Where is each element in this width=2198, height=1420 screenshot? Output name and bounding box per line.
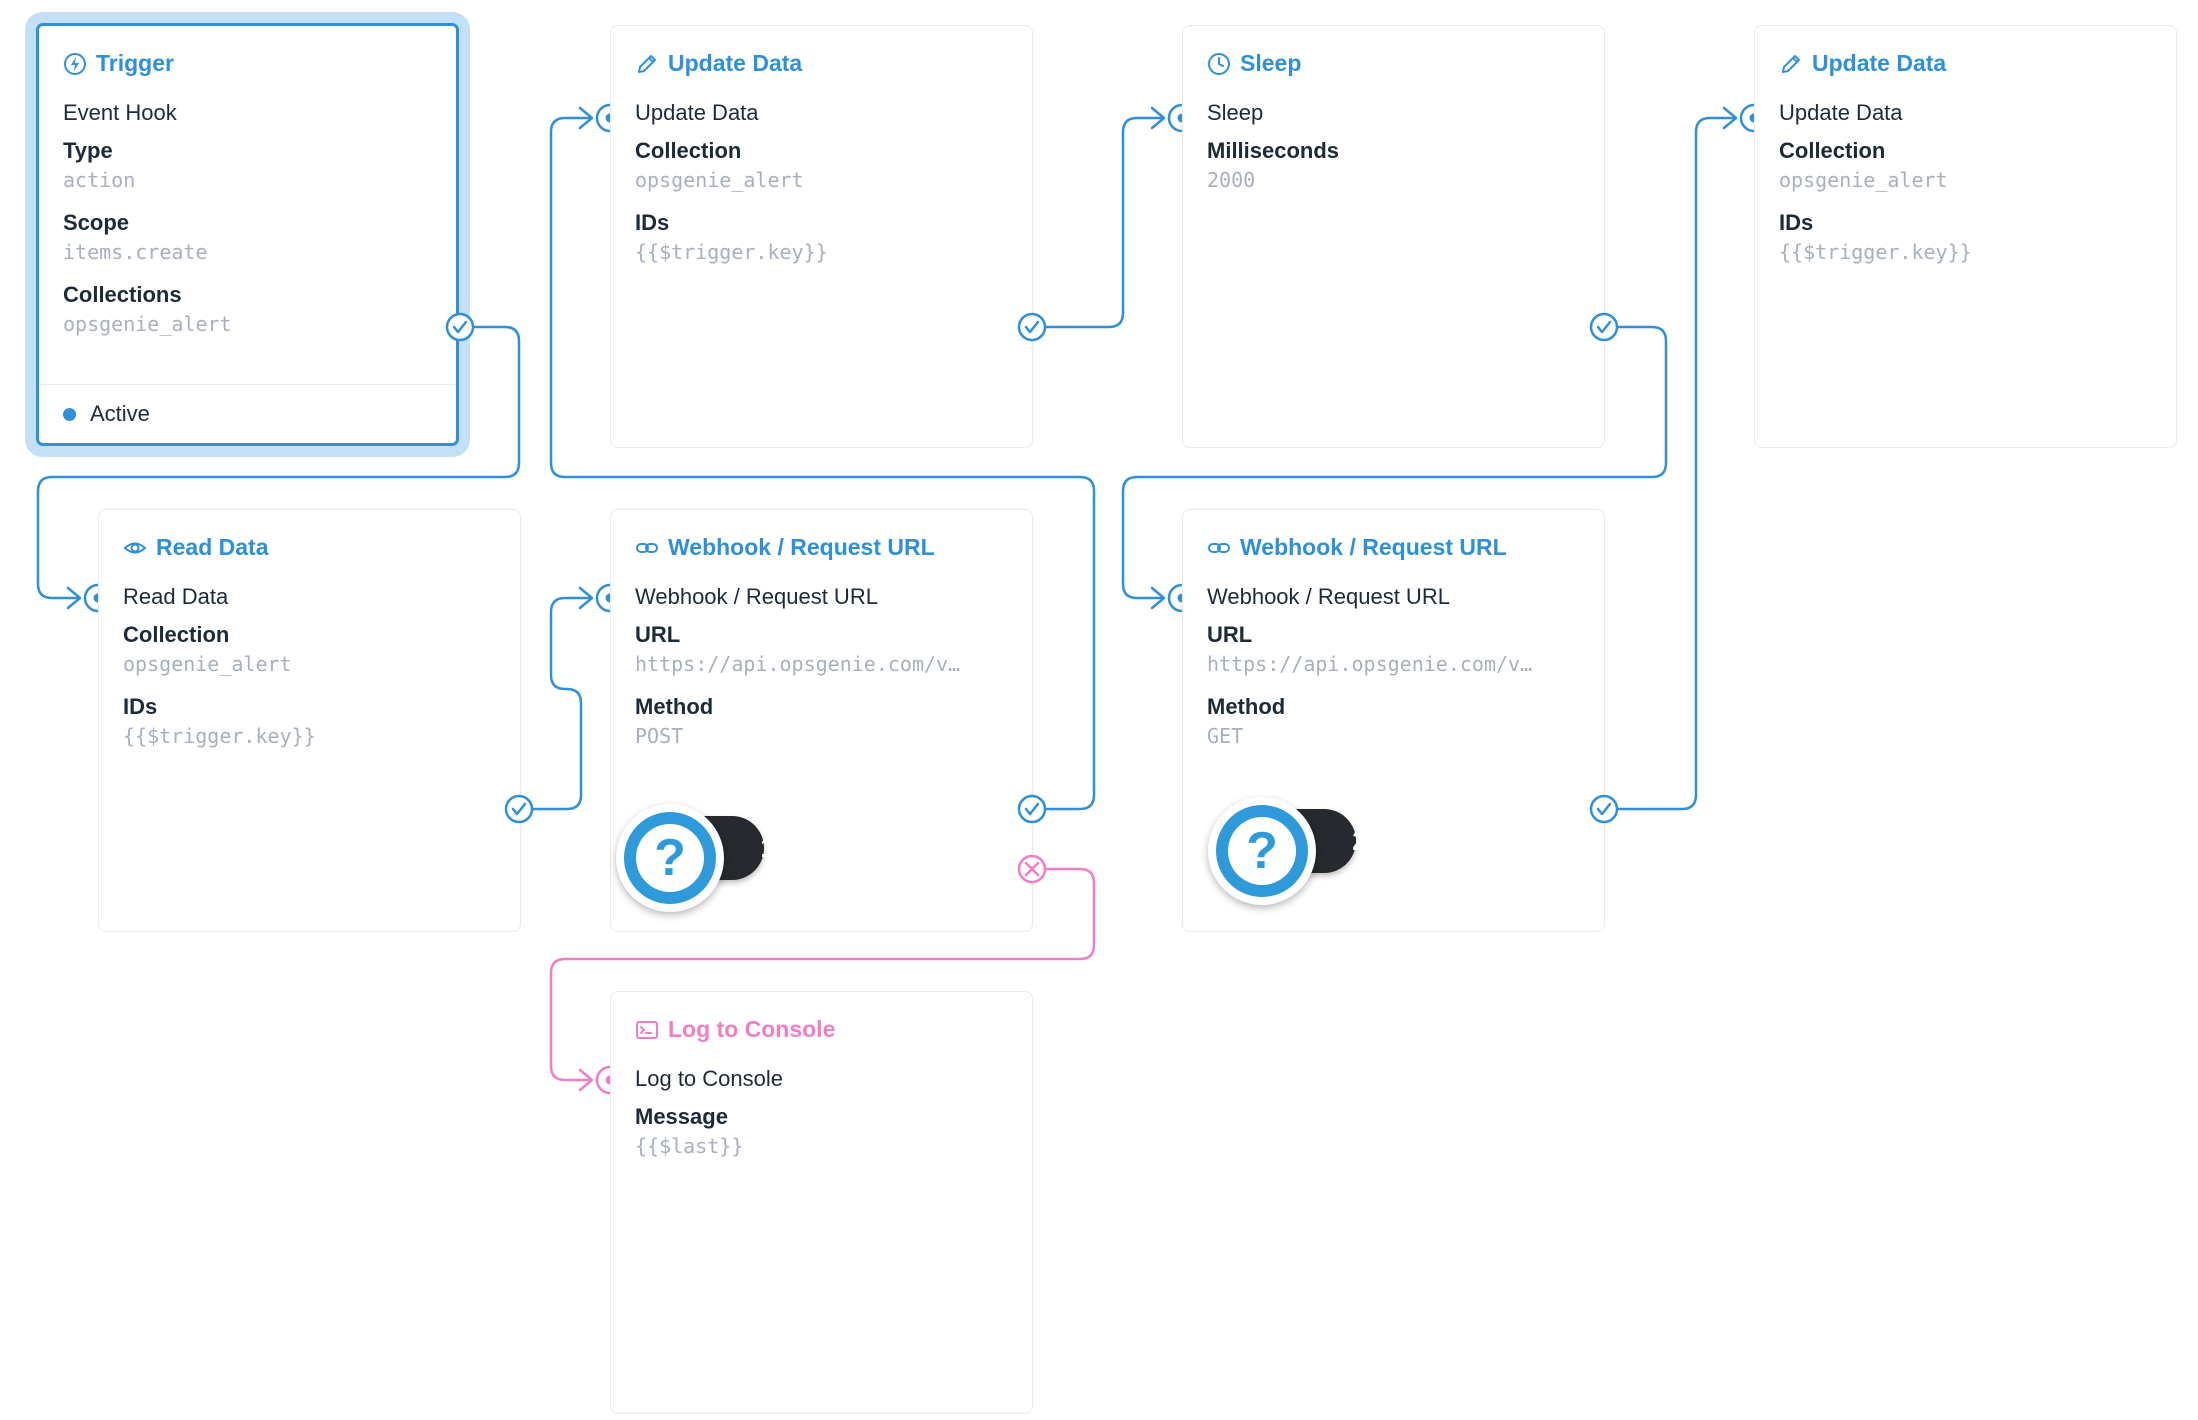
node-subtitle: Log to Console — [635, 1066, 783, 1091]
node-trigger[interactable]: Trigger Event Hook Type action Scope items… — [36, 23, 459, 446]
node-update-data-1[interactable]: Update Data Update Data Collection opsgen… — [610, 25, 1033, 448]
status-dot — [63, 407, 76, 421]
option-value: opsgenie_alert — [635, 168, 804, 192]
option-label: Collections — [63, 282, 182, 307]
node-log-to-console[interactable]: Log to Console Log to Console Message {{$… — [610, 991, 1033, 1414]
badge-number: 2 — [1352, 825, 1368, 856]
node-update-data-2[interactable]: Update Data Update Data Collection opsgen… — [1754, 25, 2177, 448]
option-label: Collection — [123, 622, 230, 647]
option-value: {{$trigger.key}} — [123, 724, 316, 748]
node-subtitle: Update Data — [1779, 100, 1903, 125]
question-icon: ? — [1208, 797, 1316, 905]
node-title: Webhook / Request URL — [1240, 534, 1507, 560]
node-header: Sleep — [1207, 50, 1301, 77]
node-subtitle: Event Hook — [63, 100, 177, 125]
option-label: URL — [1207, 622, 1253, 647]
clock-icon — [1208, 52, 1230, 75]
node-title: Sleep — [1240, 50, 1302, 76]
option-label: IDs — [635, 210, 670, 235]
option-value: opsgenie_alert — [123, 652, 292, 676]
node-title: Update Data — [668, 50, 803, 76]
option-value: POST — [635, 724, 684, 748]
node-subtitle: Update Data — [635, 100, 759, 125]
node-header: Log to Console — [635, 1016, 835, 1043]
option-value: 2000 — [1207, 168, 1256, 192]
option-label: Message — [635, 1104, 728, 1129]
option-label: IDs — [123, 694, 158, 719]
node-header: Webhook / Request URL — [635, 534, 935, 561]
node-title: Trigger — [96, 50, 174, 76]
wire-read-to-webhook1 — [533, 596, 590, 811]
option-label: IDs — [1779, 210, 1814, 235]
option-value: opsgenie_alert — [63, 312, 232, 336]
node-header: Webhook / Request URL — [1207, 534, 1507, 561]
option-value: https://api.opsgenie.com/v… — [1207, 652, 1533, 676]
node-header: Read Data — [123, 534, 268, 561]
option-value: action — [63, 168, 136, 192]
node-header: Update Data — [635, 50, 802, 77]
option-value: {{$last}} — [635, 1134, 744, 1158]
option-value: {{$trigger.key}} — [1779, 240, 1972, 264]
node-title: Log to Console — [668, 1016, 836, 1042]
option-label: Scope — [63, 210, 130, 235]
node-subtitle: Webhook / Request URL — [635, 584, 878, 609]
node-title: Webhook / Request URL — [668, 534, 935, 560]
node-webhook-1[interactable]: Webhook / Request URL Webhook / Request … — [610, 509, 1033, 932]
option-value: GET — [1207, 724, 1244, 748]
pencil-icon — [638, 54, 656, 73]
node-read-data[interactable]: Read Data Read Data Collection opsgenie_a… — [98, 509, 521, 932]
node-subtitle: Webhook / Request URL — [1207, 584, 1450, 609]
node-subtitle: Read Data — [123, 584, 229, 609]
node-title: Update Data — [1812, 50, 1947, 76]
option-value: {{$trigger.key}} — [635, 240, 828, 264]
node-header: Update Data — [1779, 50, 1946, 77]
eye-icon — [123, 542, 147, 553]
link-icon — [636, 542, 658, 553]
option-label: Collection — [1779, 138, 1886, 163]
option-label: Method — [635, 694, 714, 719]
option-value: https://api.opsgenie.com/v… — [635, 652, 961, 676]
pencil-icon — [1782, 54, 1800, 73]
option-label: Method — [1207, 694, 1286, 719]
badge-number: 1 — [760, 832, 776, 863]
node-title: Read Data — [156, 534, 269, 560]
option-label: Milliseconds — [1207, 138, 1340, 163]
option-label: Type — [63, 138, 113, 163]
question-icon: ? — [616, 804, 724, 912]
node-header: Trigger — [63, 50, 174, 77]
bolt-icon — [64, 52, 86, 75]
option-label: URL — [635, 622, 681, 647]
link-icon — [1208, 542, 1230, 553]
wire-update1-to-sleep — [1046, 116, 1162, 329]
option-label: Collection — [635, 138, 742, 163]
wire-webhook2-to-update2 — [1618, 116, 1734, 811]
option-value: items.create — [63, 240, 208, 264]
node-status: Active — [39, 384, 456, 443]
terminal-icon — [636, 1020, 658, 1039]
option-value: opsgenie_alert — [1779, 168, 1948, 192]
node-subtitle: Sleep — [1207, 100, 1264, 125]
status-text: Active — [90, 401, 150, 426]
node-sleep[interactable]: Sleep Sleep Milliseconds 2000 — [1182, 25, 1605, 448]
